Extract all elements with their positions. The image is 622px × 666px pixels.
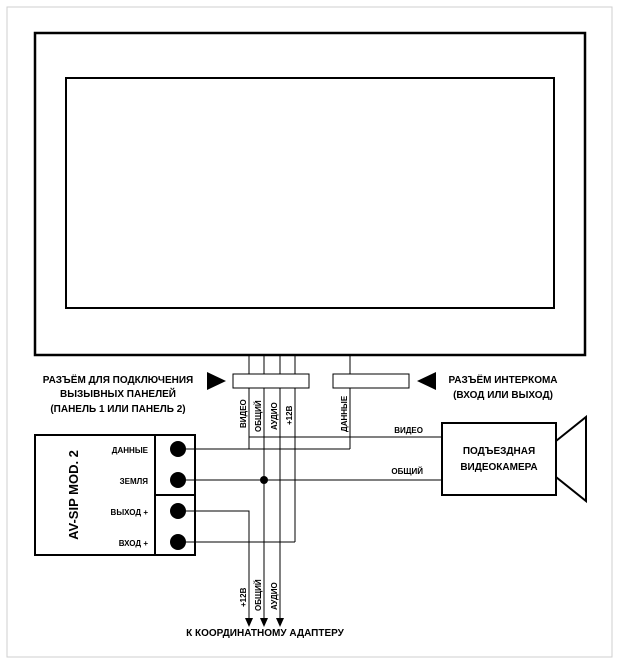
outer-frame <box>6 6 613 658</box>
panel-connector-label-3: (ПАНЕЛЬ 1 ИЛИ ПАНЕЛЬ 2) <box>50 404 185 415</box>
camera-body <box>441 422 557 496</box>
entrance-camera: ПОДЪЕЗДНАЯ ВИДЕОКАМЕРА <box>441 414 587 504</box>
camera-lens-icon <box>555 414 587 504</box>
av-sip-module: AV-SIP MOD. 2 ДАННЫЕ ЗЕМЛЯ ВЫХОД + ВХОД … <box>34 434 196 556</box>
wire-label-data: ДАННЫЕ <box>340 395 349 432</box>
camera-video-label: ВИДЕО <box>394 426 423 435</box>
terminal-ground <box>170 472 186 488</box>
bottom-label-audio: АУДИО <box>270 582 279 610</box>
panel-connector-arrow-icon <box>207 372 226 390</box>
monitor <box>33 31 587 357</box>
terminal-label-out: ВЫХОД + <box>111 508 149 517</box>
arrow-common-icon <box>260 618 268 627</box>
wire-label-plus12: +12В <box>285 405 294 425</box>
intercom-connector-arrow-icon <box>417 372 436 390</box>
camera-common-label: ОБЩИЙ <box>391 467 423 476</box>
wire-label-video: ВИДЕО <box>239 399 248 428</box>
intercom-connector-label-1: РАЗЪЁМ ИНТЕРКОМА <box>448 373 557 386</box>
adapter-label: К КООРДИНАТНОМУ АДАПТЕРУ <box>186 628 345 639</box>
arrow-plus12-icon <box>245 618 253 627</box>
panel-connector-label-1: РАЗЪЁМ ДЛЯ ПОДКЛЮЧЕНИЯ <box>43 373 193 386</box>
panel-connector-label-2: ВЫЗЫВНЫХ ПАНЕЛЕЙ <box>60 387 176 400</box>
wire-out-to-adapter <box>186 510 250 620</box>
junction-dot <box>260 476 268 484</box>
intercom-connector <box>332 373 410 389</box>
module-name: AV-SIP MOD. 2 <box>66 450 81 540</box>
wire-label-common: ОБЩИЙ <box>254 400 263 432</box>
bottom-label-common: ОБЩИЙ <box>254 579 263 611</box>
terminal-label-in: ВХОД + <box>119 539 149 548</box>
terminal-label-ground: ЗЕМЛЯ <box>120 477 149 486</box>
bottom-label-plus12: +12В <box>239 587 248 607</box>
arrow-audio-icon <box>276 618 284 627</box>
monitor-wires <box>248 355 351 620</box>
camera-label-2: ВИДЕОКАМЕРА <box>460 462 537 473</box>
terminal-label-data: ДАННЫЕ <box>112 446 149 455</box>
monitor-body <box>33 31 587 357</box>
terminal-in <box>170 534 186 550</box>
camera-label-1: ПОДЪЕЗДНАЯ <box>463 446 535 457</box>
intercom-connector-label-2: (ВХОД ИЛИ ВЫХОД) <box>453 390 553 401</box>
monitor-screen <box>65 77 555 309</box>
terminal-out <box>170 503 186 519</box>
terminal-block-bottom <box>154 494 196 556</box>
panel-connector <box>232 373 310 389</box>
wire-label-audio: АУДИО <box>270 402 279 430</box>
adapter-arrows <box>245 618 284 627</box>
terminal-data <box>170 441 186 457</box>
horizontal-wires <box>186 436 442 620</box>
